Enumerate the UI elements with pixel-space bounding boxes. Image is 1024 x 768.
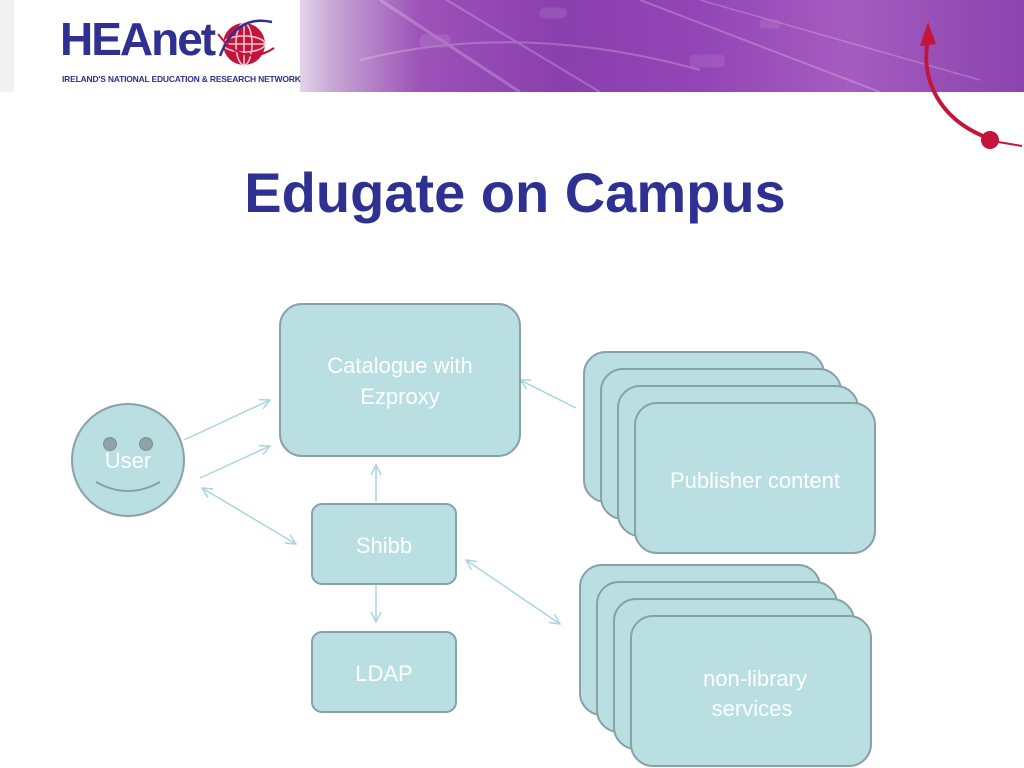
nonlibrary-stack: non-library services xyxy=(579,564,872,767)
catalogue-label-line1: Catalogue with xyxy=(327,353,473,378)
arrow-user-to-catalogue-1 xyxy=(183,400,270,441)
user-smile xyxy=(95,481,161,492)
catalogue-node: Catalogue with Ezproxy xyxy=(279,303,521,457)
arrow-shibb-nonlibrary xyxy=(466,560,560,624)
slide-title: Edugate on Campus xyxy=(244,161,786,224)
shibb-node: Shibb xyxy=(311,503,457,585)
diagram-arrows xyxy=(183,380,577,624)
shibb-box xyxy=(311,503,457,585)
nonlibrary-card-4 xyxy=(630,615,872,767)
user-label: User xyxy=(105,448,151,473)
user-left-eye xyxy=(103,437,117,451)
arrow-user-to-catalogue-2 xyxy=(199,446,270,479)
catalogue-label-line2: Ezproxy xyxy=(360,384,439,409)
ldap-node: LDAP xyxy=(311,631,457,713)
logo-tagline: IRELAND'S NATIONAL EDUCATION & RESEARCH … xyxy=(62,74,301,84)
banner-texture xyxy=(0,0,981,92)
user-face xyxy=(71,403,185,517)
ldap-box xyxy=(311,631,457,713)
catalogue-box xyxy=(279,303,521,457)
shibb-label: Shibb xyxy=(356,533,412,558)
nonlibrary-label-line2: services xyxy=(712,696,793,721)
nonlibrary-label-line1: non-library xyxy=(703,666,807,691)
header-banner: HEAnet IRELAND'S NATIONAL EDUCATION & RE… xyxy=(0,0,1024,92)
arrow-publisher-to-catalogue xyxy=(520,380,577,409)
publisher-label: Publisher content xyxy=(670,468,840,493)
ldap-label: LDAP xyxy=(355,661,412,686)
publisher-stack: Publisher content xyxy=(583,351,876,554)
user-right-eye xyxy=(139,437,153,451)
globe-icon xyxy=(217,19,275,66)
logo-wordmark: HEAnet xyxy=(60,13,216,65)
heanet-logo: HEAnet IRELAND'S NATIONAL EDUCATION & RE… xyxy=(60,8,301,88)
arrow-user-shibb xyxy=(202,488,296,544)
user-node: User xyxy=(71,403,185,517)
red-swoosh-arrow-icon xyxy=(920,22,1023,149)
publisher-card-4 xyxy=(634,402,876,554)
